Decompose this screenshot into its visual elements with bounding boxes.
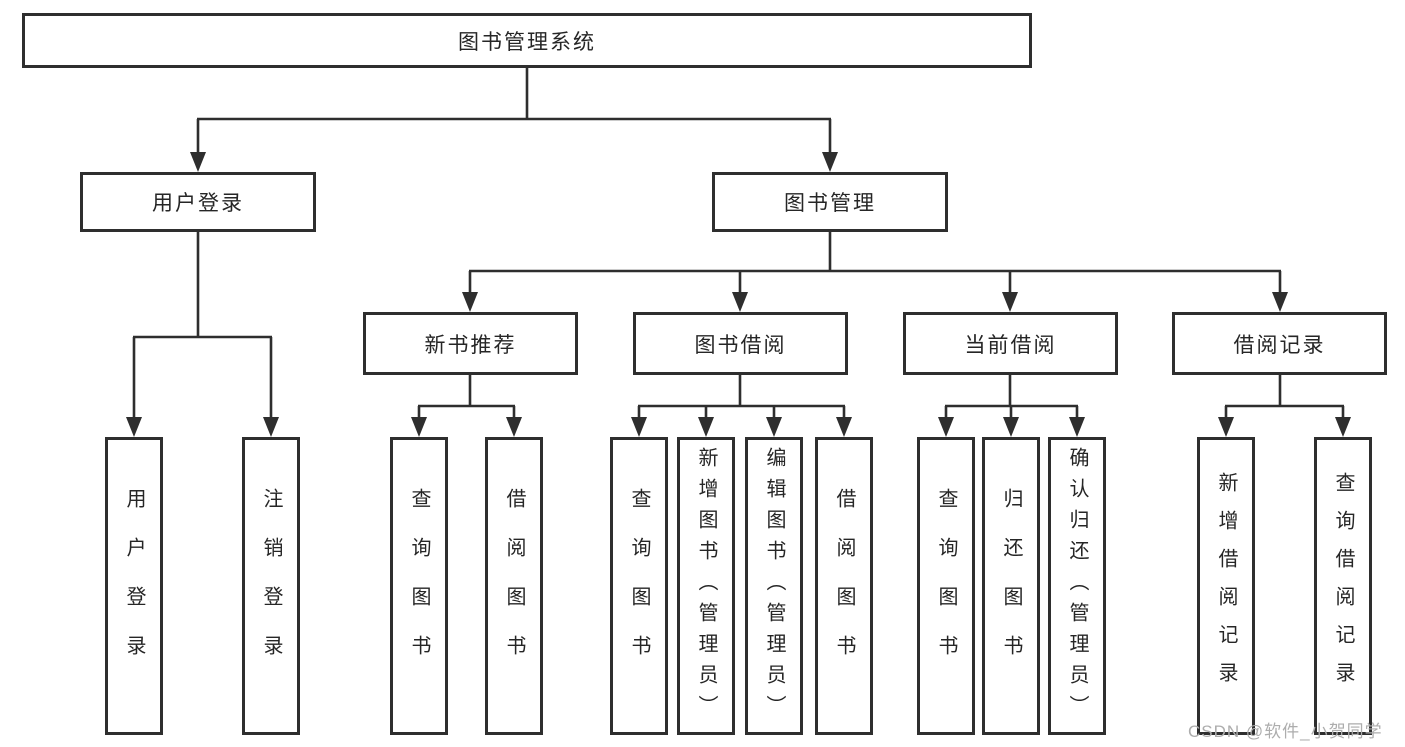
arrowhead — [411, 417, 427, 437]
connector-book-borrowing — [637, 375, 846, 421]
arrowhead — [1002, 292, 1018, 312]
arrowhead — [732, 292, 748, 312]
leaf-edit-book-admin-label: 编辑图书（管理员） — [763, 446, 785, 726]
arrowhead — [1335, 417, 1351, 437]
arrowhead — [822, 152, 838, 172]
arrowhead — [126, 417, 142, 437]
leaf-query-books-recommend-label: 查询图书 — [408, 488, 430, 684]
leaf-confirm-return-admin: 确认归还（管理员） — [1048, 437, 1106, 735]
connector-user-login — [132, 232, 273, 421]
leaf-query-borrow-record-label: 查询借阅记录 — [1332, 472, 1354, 700]
leaf-add-book-admin-label: 新增图书（管理员） — [695, 446, 717, 726]
connector-root — [196, 68, 832, 156]
leaf-borrow-books: 借阅图书 — [815, 437, 873, 735]
leaf-user-login-label: 用户登录 — [123, 488, 145, 684]
arrowheads — [126, 152, 1351, 437]
leaf-query-books-current-label: 查询图书 — [935, 488, 957, 684]
arrowhead — [462, 292, 478, 312]
connector-borrowing-records — [1224, 375, 1345, 421]
book-borrowing-label: 图书借阅 — [694, 333, 787, 357]
leaf-return-books: 归还图书 — [982, 437, 1040, 735]
node-current-borrowing: 当前借阅 — [903, 312, 1118, 375]
connector-current-borrowing — [944, 375, 1079, 421]
root-label: 图书管理系统 — [458, 30, 596, 54]
leaf-query-books-current: 查询图书 — [917, 437, 975, 735]
leaf-user-login: 用户登录 — [105, 437, 163, 735]
arrowhead — [506, 417, 522, 437]
leaf-borrow-books-recommend: 借阅图书 — [485, 437, 543, 735]
book-management-label: 图书管理 — [784, 192, 876, 215]
arrowhead — [263, 417, 279, 437]
arrowhead — [836, 417, 852, 437]
node-book-borrowing: 图书借阅 — [633, 312, 848, 375]
leaf-logout-label: 注销登录 — [260, 488, 282, 684]
user-login-label: 用户登录 — [152, 192, 244, 215]
arrowhead — [1218, 417, 1234, 437]
leaf-query-books-recommend: 查询图书 — [390, 437, 448, 735]
leaf-logout: 注销登录 — [242, 437, 300, 735]
node-book-management: 图书管理 — [712, 172, 948, 232]
node-borrowing-records: 借阅记录 — [1172, 312, 1387, 375]
connector-book-management — [468, 232, 1282, 296]
connector-new-book-recommendation — [417, 375, 516, 421]
arrowhead — [631, 417, 647, 437]
csdn-watermark: CSDN @软件_小贺同学 — [1188, 722, 1383, 741]
arrowhead — [938, 417, 954, 437]
node-new-book-recommendation: 新书推荐 — [363, 312, 578, 375]
leaf-query-books-borrow: 查询图书 — [610, 437, 668, 735]
leaf-query-borrow-record: 查询借阅记录 — [1314, 437, 1372, 735]
arrowhead — [766, 417, 782, 437]
leaf-query-books-borrow-label: 查询图书 — [628, 488, 650, 684]
new-book-recommendation-label: 新书推荐 — [424, 333, 517, 357]
leaf-borrow-books-label: 借阅图书 — [833, 488, 855, 684]
arrowhead — [190, 152, 206, 172]
leaf-return-books-label: 归还图书 — [1000, 488, 1022, 684]
leaf-confirm-return-admin-label: 确认归还（管理员） — [1066, 446, 1088, 726]
node-user-login: 用户登录 — [80, 172, 316, 232]
node-root-library-system: 图书管理系统 — [22, 13, 1032, 68]
borrowing-records-label: 借阅记录 — [1233, 333, 1326, 357]
arrowhead — [698, 417, 714, 437]
leaf-borrow-books-recommend-label: 借阅图书 — [503, 488, 525, 684]
leaf-add-borrow-record: 新增借阅记录 — [1197, 437, 1255, 735]
leaf-edit-book-admin: 编辑图书（管理员） — [745, 437, 803, 735]
current-borrowing-label: 当前借阅 — [964, 333, 1057, 357]
arrowhead — [1069, 417, 1085, 437]
leaf-add-borrow-record-label: 新增借阅记录 — [1215, 472, 1237, 700]
arrowhead — [1003, 417, 1019, 437]
arrowhead — [1272, 292, 1288, 312]
leaf-add-book-admin: 新增图书（管理员） — [677, 437, 735, 735]
